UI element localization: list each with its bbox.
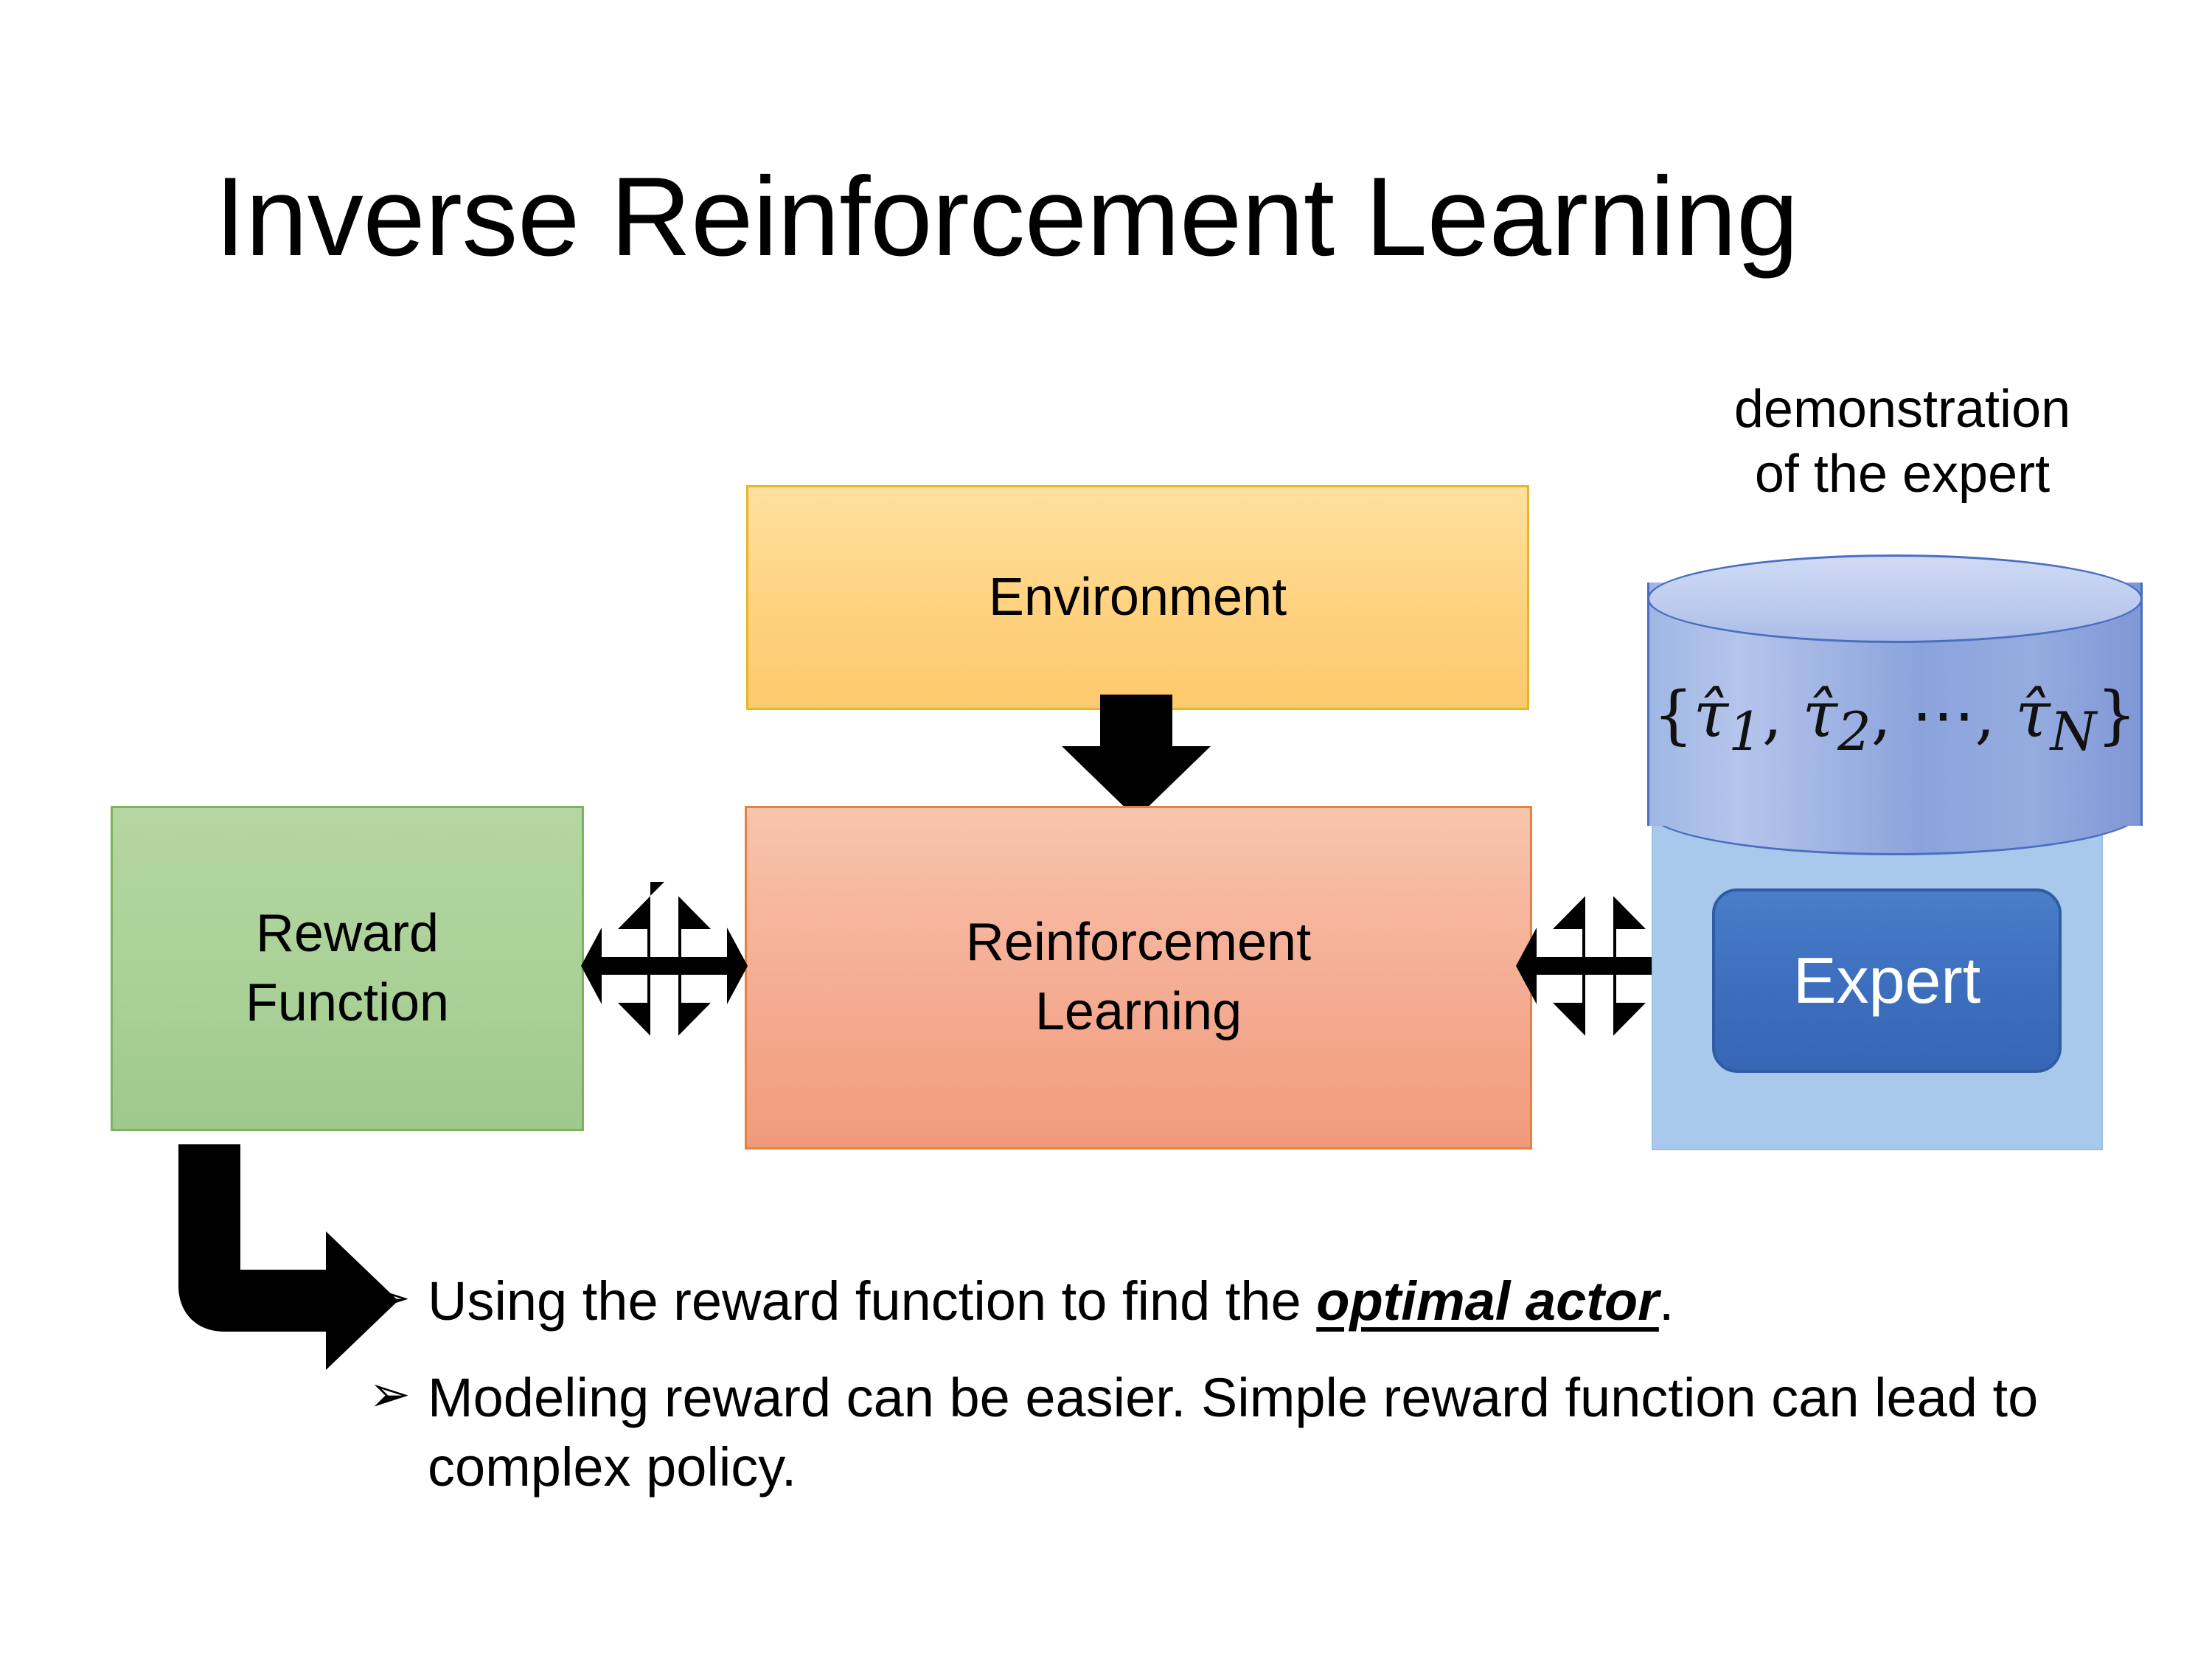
page-title: Inverse Reinforcement Learning xyxy=(215,154,1798,279)
arrow-rl-to-expert-bidirectional xyxy=(1516,882,1683,1050)
bullet-item-2: ➢ Modeling reward can be easier. Simple … xyxy=(369,1363,2079,1503)
bullet-item-1: ➢ Using the reward function to find the … xyxy=(369,1267,2079,1337)
formula-comma-2: , xyxy=(1871,678,1892,752)
trajectory-set-formula: {τ̂1, τ̂2, ⋯, τ̂N} xyxy=(1647,678,2143,762)
reward-label-line-2: Function xyxy=(245,973,450,1032)
demonstration-caption-line-2: of the expert xyxy=(1754,444,2051,504)
bullet-item-2-text: Modeling reward can be easier. Simple re… xyxy=(428,1366,2039,1498)
formula-tau-1: τ̂ xyxy=(1693,678,1729,752)
arrow-environment-to-rl xyxy=(1062,695,1211,818)
reward-function-box-label: Reward Function xyxy=(246,900,449,1037)
bullet-1-before: Using the reward function to find the xyxy=(428,1270,1317,1332)
formula-sub-1: 1 xyxy=(1728,700,1762,763)
formula-sub-n: N xyxy=(2050,700,2097,763)
reinforcement-learning-box[interactable]: Reinforcement Learning xyxy=(745,806,1532,1150)
environment-box[interactable]: Environment xyxy=(746,485,1529,710)
bullet-1-after: . xyxy=(1658,1270,1674,1332)
expert-button[interactable]: Expert xyxy=(1712,888,2062,1073)
formula-ellipsis: ⋯ xyxy=(1911,678,1975,752)
rl-label-line-1: Reinforcement xyxy=(965,913,1312,973)
reinforcement-learning-box-label: Reinforcement Learning xyxy=(966,908,1311,1046)
bullet-list: ➢ Using the reward function to find the … xyxy=(369,1267,2079,1529)
reward-function-box[interactable]: Reward Function xyxy=(111,806,584,1131)
formula-tau-n: τ̂ xyxy=(2015,678,2051,752)
formula-open-brace: { xyxy=(1652,678,1694,752)
bullet-arrow-icon: ➢ xyxy=(369,1365,411,1424)
demonstration-caption-line-1: demonstration xyxy=(1733,380,2071,439)
demonstration-caption: demonstration of the expert xyxy=(1622,378,2183,507)
formula-tau-2: τ̂ xyxy=(1802,678,1838,752)
bullet-item-1-text: Using the reward function to find the op… xyxy=(428,1267,2079,1337)
bullet-arrow-icon: ➢ xyxy=(369,1269,411,1327)
bullet-1-emphasis: optimal actor xyxy=(1316,1270,1659,1332)
formula-sub-2: 2 xyxy=(1837,700,1871,763)
environment-box-label: Environment xyxy=(988,567,1287,627)
expert-button-label: Expert xyxy=(1792,944,1981,1017)
arrow-reward-to-bullet xyxy=(178,1144,398,1370)
arrow-reward-to-rl-bidirectional xyxy=(581,882,748,1050)
formula-comma-3: , xyxy=(1975,678,1995,752)
reward-label-line-1: Reward xyxy=(255,903,439,963)
formula-close-brace: } xyxy=(2096,678,2138,752)
formula-comma-1: , xyxy=(1761,678,1783,752)
cylinder-top-ellipse xyxy=(1647,554,2143,643)
demonstration-cylinder[interactable]: {τ̂1, τ̂2, ⋯, τ̂N} xyxy=(1647,554,2143,857)
rl-label-line-2: Learning xyxy=(1034,982,1242,1041)
